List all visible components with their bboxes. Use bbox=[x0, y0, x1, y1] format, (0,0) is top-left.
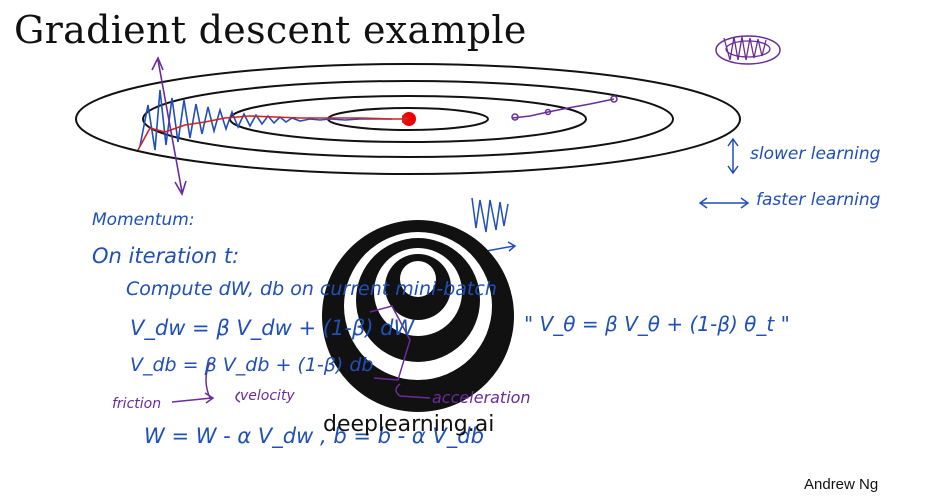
friction-note: friction bbox=[112, 396, 162, 412]
velocity-note: velocity bbox=[240, 388, 295, 404]
author-credit: Andrew Ng bbox=[804, 476, 879, 493]
ema-formula: " V_θ = β V_θ + (1-β) θ_t " bbox=[524, 312, 790, 336]
contour-outer bbox=[75, 63, 741, 175]
momentum-path bbox=[137, 115, 402, 151]
gd-oscillation-path bbox=[139, 89, 392, 151]
slower-learning-note: slower learning bbox=[750, 144, 881, 164]
acceleration-note: acceleration bbox=[432, 388, 531, 407]
faster-learning-note: faster learning bbox=[756, 190, 881, 210]
vdw-equation: V_dw = β V_dw + (1-β) dW bbox=[130, 316, 415, 340]
logo-wordmark: deeplearning.ai bbox=[323, 412, 495, 437]
momentum-arrow-head bbox=[402, 115, 410, 123]
contour-2 bbox=[142, 80, 674, 158]
update-rule: W = W - α V_dw , b = b - α V_db bbox=[144, 424, 484, 448]
purple-path bbox=[511, 98, 615, 119]
slide-title: Gradient descent example bbox=[14, 8, 527, 52]
momentum-heading: Momentum: bbox=[92, 210, 195, 230]
iteration-line: On iteration t: bbox=[92, 244, 240, 268]
deeplearning-logo bbox=[322, 220, 514, 412]
compute-line: Compute dW, db on current mini-batch bbox=[126, 278, 497, 300]
vdb-equation: V_db = β V_db + (1-β) db bbox=[130, 354, 374, 376]
